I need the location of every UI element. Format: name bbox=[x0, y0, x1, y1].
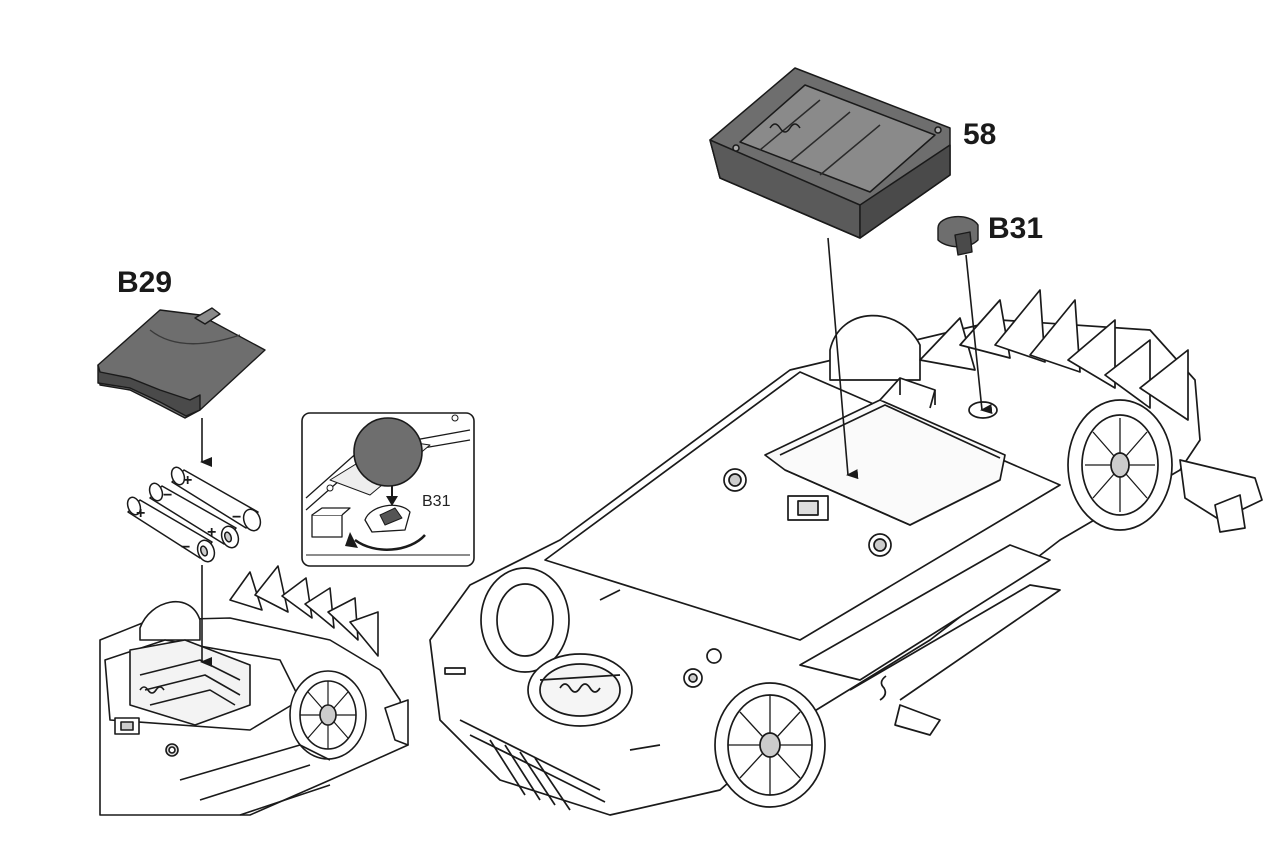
plus-icon: + bbox=[183, 472, 192, 489]
label-58: 58 bbox=[963, 118, 997, 151]
inset-label-b31: B31 bbox=[422, 493, 451, 510]
battery-box-58 bbox=[709, 67, 951, 239]
aa-batteries bbox=[126, 466, 262, 563]
plus-icon: + bbox=[207, 524, 216, 541]
arrow-box-to-chassis bbox=[827, 237, 859, 480]
minus-icon: − bbox=[181, 539, 190, 556]
left-car-underside bbox=[99, 565, 409, 816]
label-b31: B31 bbox=[988, 212, 1044, 245]
label-b29: B29 bbox=[117, 266, 173, 299]
minus-icon: − bbox=[232, 509, 241, 526]
battery-polarity-marks: + − + − + − bbox=[136, 472, 241, 556]
main-car-underside bbox=[429, 289, 1263, 816]
b31-part bbox=[937, 216, 979, 256]
minus-icon: − bbox=[163, 487, 172, 504]
arrow-b31-to-chassis bbox=[965, 254, 993, 414]
inset-detail bbox=[301, 412, 475, 567]
b29-battery-cover bbox=[97, 307, 266, 419]
plus-icon: + bbox=[136, 505, 145, 522]
